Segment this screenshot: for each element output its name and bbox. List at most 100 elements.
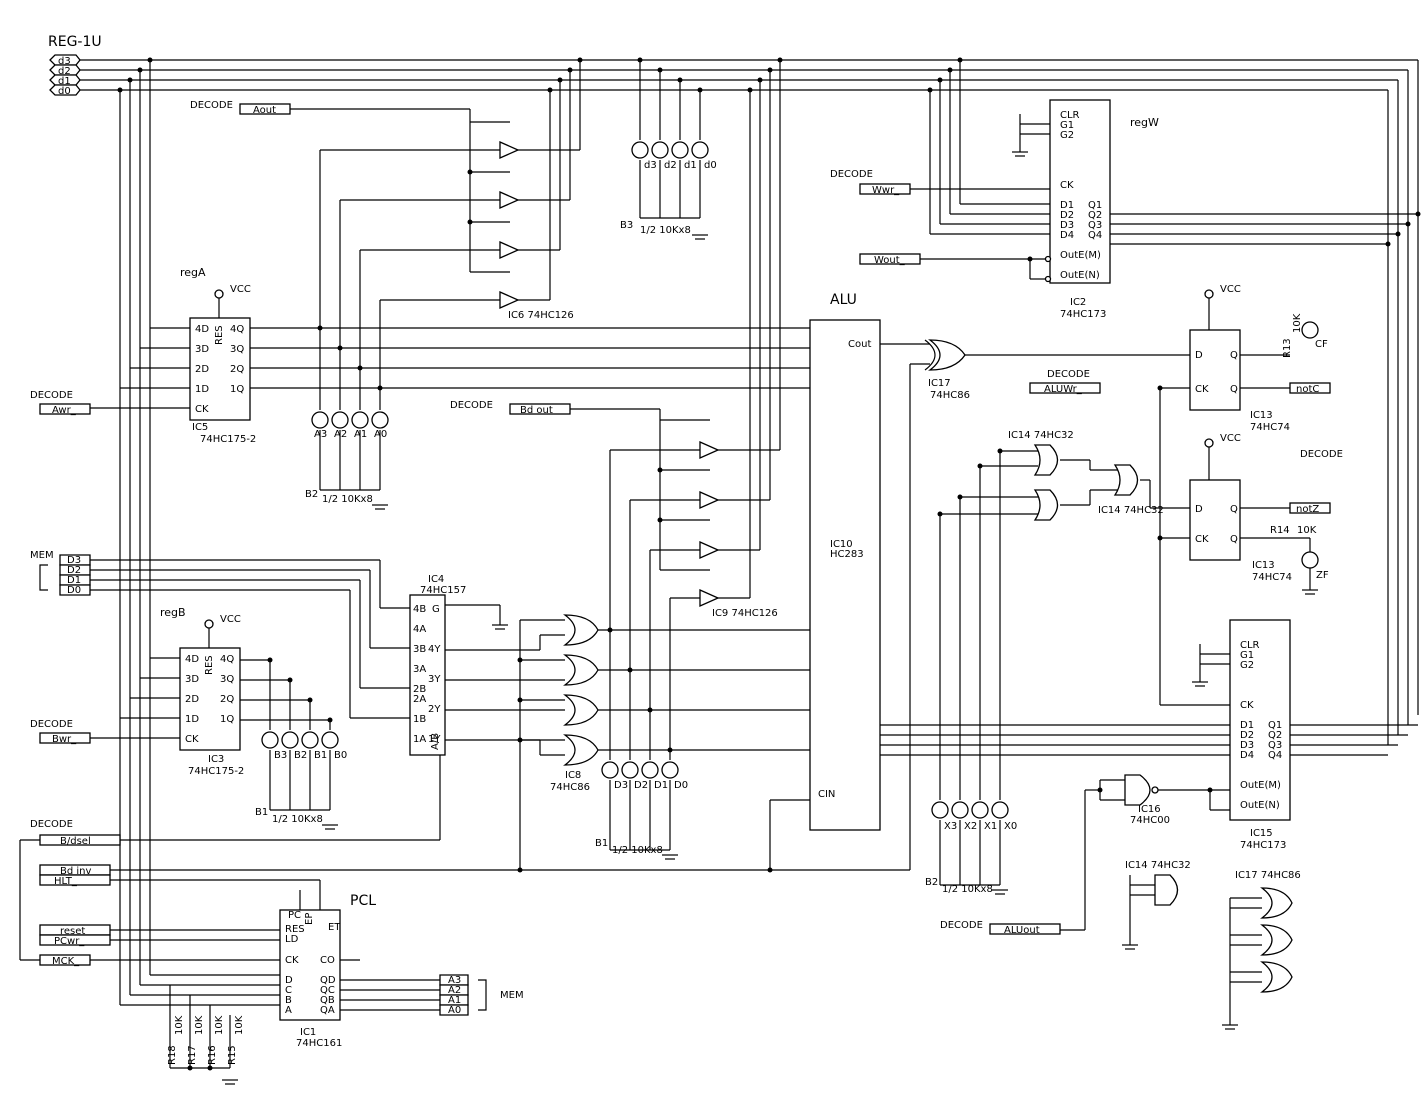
svg-text:D: D bbox=[1195, 504, 1203, 515]
svg-text:B1: B1 bbox=[255, 807, 268, 818]
ic10-ref: IC10 bbox=[830, 539, 853, 550]
reg-w-ic2: regW CLR G1 G2 CK D1 D2 D3 D4 Q1 Q2 Q3 Q… bbox=[830, 60, 1418, 320]
svg-text:D3: D3 bbox=[1240, 740, 1254, 751]
ic2-ref: IC2 bbox=[1070, 297, 1086, 308]
zero-detect-ic14: IC14 74HC32 IC14 74HC32 bbox=[939, 430, 1190, 800]
svg-text:4D: 4D bbox=[195, 324, 209, 335]
svg-text:D4: D4 bbox=[1060, 230, 1074, 241]
svg-text:A1: A1 bbox=[354, 429, 367, 440]
svg-text:4Y: 4Y bbox=[428, 644, 441, 655]
svg-text:Bwr_: Bwr_ bbox=[52, 734, 77, 745]
svg-text:D3: D3 bbox=[1060, 220, 1074, 231]
svg-text:3A: 3A bbox=[413, 664, 426, 675]
svg-text:4Q: 4Q bbox=[230, 324, 244, 335]
svg-text:C: C bbox=[285, 985, 292, 996]
reg-b-ic3: regB 4D 3D 2D 1D CK 4Q 3Q 2Q 1Q RES VCC … bbox=[30, 606, 347, 825]
svg-text:CK: CK bbox=[185, 734, 199, 745]
svg-text:CLR: CLR bbox=[1240, 640, 1260, 651]
svg-text:A2: A2 bbox=[334, 429, 347, 440]
svg-text:A3: A3 bbox=[314, 429, 327, 440]
svg-text:X2: X2 bbox=[964, 821, 977, 832]
svg-text:ZF: ZF bbox=[1316, 570, 1329, 581]
svg-text:B2: B2 bbox=[294, 750, 307, 761]
svg-text:DECODE: DECODE bbox=[450, 400, 493, 411]
ic17-ref: IC17 bbox=[928, 378, 951, 389]
ic1-ref: IC1 bbox=[300, 1027, 316, 1038]
bus-label-d0: d0 bbox=[58, 86, 71, 97]
b-invert-ic8: IC8 74HC86 bbox=[80, 614, 910, 871]
svg-text:DECODE: DECODE bbox=[30, 390, 73, 401]
reg-a-ic5: regA 4D 3D 2D 1D CK 4Q 3Q 2Q 1Q RES VCC … bbox=[30, 266, 810, 445]
svg-text:B3: B3 bbox=[620, 220, 633, 231]
ic10-part: HC283 bbox=[830, 549, 864, 560]
pcl-section-label: PCL bbox=[350, 893, 376, 909]
svg-text:Q2: Q2 bbox=[1268, 730, 1282, 741]
svg-text:D2: D2 bbox=[1060, 210, 1074, 221]
svg-text:DECODE: DECODE bbox=[830, 169, 873, 180]
carry-xor-ic17: IC17 74HC86 bbox=[909, 339, 1190, 870]
svg-text:D0: D0 bbox=[67, 585, 81, 596]
ic13a-ref: IC13 bbox=[1250, 410, 1273, 421]
bus-label-d1: d1 bbox=[58, 76, 71, 87]
svg-text:2D: 2D bbox=[195, 364, 209, 375]
svg-text:A0: A0 bbox=[448, 1005, 461, 1016]
svg-text:CF: CF bbox=[1315, 339, 1328, 350]
reg-a-leds: A3 A2 A1 A0 B2 1/2 10Kx8 bbox=[305, 150, 389, 505]
svg-text:2Q: 2Q bbox=[220, 694, 234, 705]
svg-text:VCC: VCC bbox=[220, 614, 241, 625]
ic13a-part: 74HC74 bbox=[1250, 422, 1290, 433]
svg-text:1/2 10Kx8: 1/2 10Kx8 bbox=[272, 814, 323, 825]
d-leds: d3 d2 d1 d0 B3 1/2 10Kx8 bbox=[620, 60, 717, 236]
svg-text:1Q: 1Q bbox=[220, 714, 234, 725]
ic6-buffers: DECODE Aout I bbox=[190, 60, 581, 321]
reg-b-label: regB bbox=[160, 606, 186, 619]
svg-text:d0: d0 bbox=[704, 160, 717, 171]
mem-in-label: MEM bbox=[30, 550, 54, 561]
svg-text:CK: CK bbox=[285, 955, 299, 966]
svg-text:2A: 2A bbox=[413, 694, 426, 705]
svg-text:10K: 10K bbox=[1297, 525, 1317, 536]
svg-text:A0: A0 bbox=[374, 429, 387, 440]
svg-text:3D: 3D bbox=[195, 344, 209, 355]
spare-gates: IC14 74HC32 IC17 74HC86 bbox=[1125, 860, 1301, 1025]
svg-text:Q: Q bbox=[1230, 504, 1238, 515]
svg-text:CLR: CLR bbox=[1060, 110, 1080, 121]
svg-text:D4: D4 bbox=[1240, 750, 1254, 761]
svg-text:Q3: Q3 bbox=[1268, 740, 1282, 751]
svg-text:Q2: Q2 bbox=[1088, 210, 1102, 221]
svg-text:notC: notC bbox=[1296, 384, 1319, 395]
svg-text:QB: QB bbox=[320, 995, 335, 1006]
svg-text:d3: d3 bbox=[644, 160, 657, 171]
ic6-label: IC6 74HC126 bbox=[508, 310, 574, 321]
ic9-label: IC9 74HC126 bbox=[712, 608, 778, 619]
ic3-part: 74HC175-2 bbox=[188, 766, 244, 777]
svg-text:IC14 74HC32: IC14 74HC32 bbox=[1125, 860, 1191, 871]
ic4-part: 74HC157 bbox=[420, 585, 466, 596]
svg-text:DECODE: DECODE bbox=[190, 100, 233, 111]
ic1-part: 74HC161 bbox=[296, 1038, 342, 1049]
ic8-ref: IC8 bbox=[565, 770, 581, 781]
ic9-buffers: DECODE Bd out bbox=[450, 60, 781, 856]
svg-text:CK: CK bbox=[1060, 180, 1074, 191]
svg-text:D1: D1 bbox=[1240, 720, 1254, 731]
svg-text:Awr_: Awr_ bbox=[52, 405, 77, 416]
svg-text:B: B bbox=[285, 995, 292, 1006]
svg-text:A: A bbox=[285, 1005, 292, 1016]
svg-text:3Y: 3Y bbox=[428, 674, 441, 685]
svg-text:D3: D3 bbox=[614, 780, 628, 791]
svg-text:3B: 3B bbox=[413, 644, 426, 655]
svg-text:Wout_: Wout_ bbox=[874, 255, 906, 266]
svg-text:R13: R13 bbox=[1282, 338, 1293, 358]
svg-text:D1: D1 bbox=[67, 575, 81, 586]
x-leds: X3 X2 X1 X0 B2 1/2 10Kx8 bbox=[925, 801, 1017, 895]
svg-text:B1: B1 bbox=[595, 838, 608, 849]
sheet-title: REG-1U bbox=[48, 34, 102, 50]
svg-text:D2: D2 bbox=[67, 565, 81, 576]
nand-ic16: IC16 74HC00 DECODE ALUout bbox=[940, 774, 1230, 936]
svg-text:DECODE: DECODE bbox=[1300, 449, 1343, 460]
ic2-part: 74HC173 bbox=[1060, 309, 1106, 320]
mem-out-label: MEM bbox=[500, 990, 524, 1001]
svg-text:10K: 10K bbox=[1292, 313, 1303, 333]
svg-text:CIN: CIN bbox=[818, 789, 835, 800]
